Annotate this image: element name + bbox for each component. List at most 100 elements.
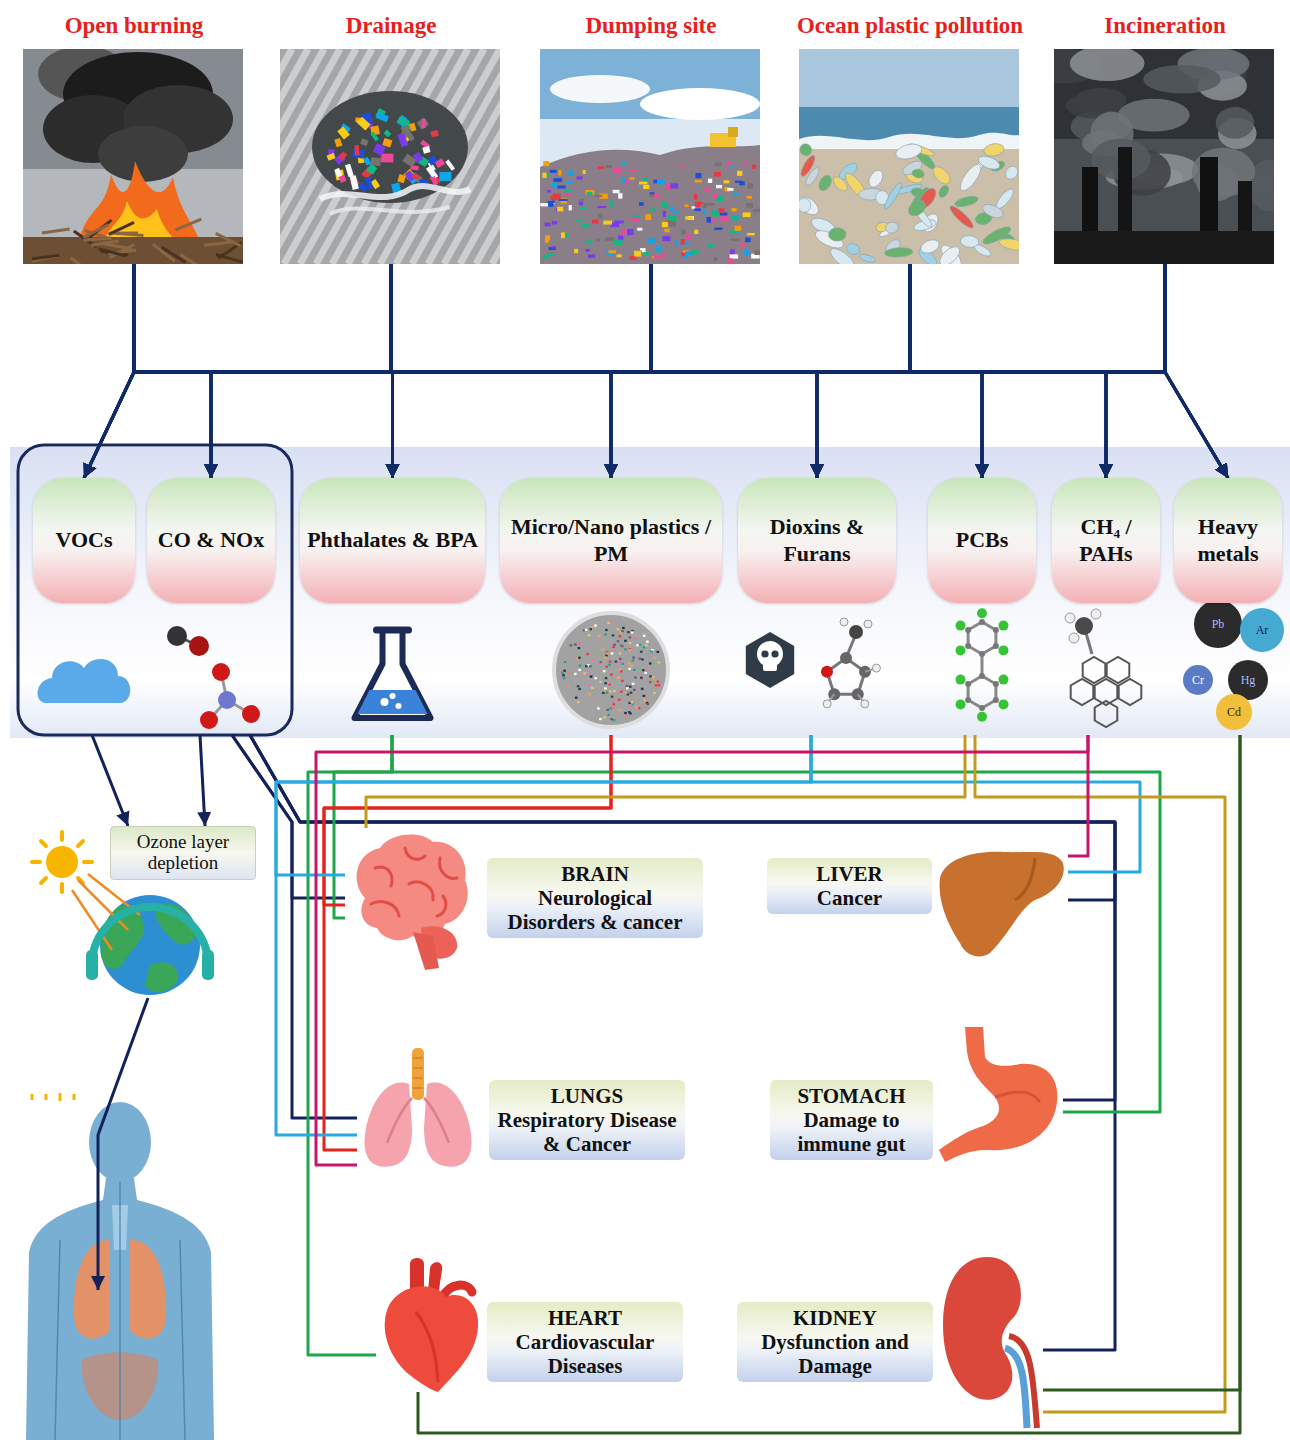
- illustration-part: [1075, 88, 1126, 112]
- illustration-part: [609, 661, 612, 663]
- illustration-part: [695, 180, 702, 183]
- source-panel: Ocean plastic pollution: [799, 8, 1021, 264]
- illustration-part: [617, 640, 620, 642]
- illustration-part: [580, 207, 586, 209]
- illustration-part: [617, 628, 620, 630]
- illustration-part: [629, 636, 632, 638]
- illustration-part: [771, 650, 778, 657]
- illustration-part: [658, 684, 661, 686]
- illustration-part: [86, 950, 98, 980]
- illustration-part: [939, 1027, 1057, 1162]
- illustration-part: [588, 693, 591, 695]
- illustration-part: [1003, 164, 1019, 182]
- organ-label-box: STOMACHDamage to immune gut: [770, 1080, 933, 1160]
- illustration-part: [1183, 665, 1213, 695]
- connector: [817, 264, 1165, 478]
- sun-icon: [32, 832, 92, 892]
- illustration-part: [625, 715, 628, 717]
- illustration-part: [613, 190, 620, 193]
- illustration-part: [91, 241, 119, 245]
- illustration-part: [642, 705, 645, 707]
- illustration-part: [587, 192, 593, 196]
- illustration-part: [565, 686, 568, 688]
- connector: [611, 264, 1165, 478]
- illustration-part: [552, 182, 558, 187]
- illustration-part: [78, 841, 83, 846]
- illustration-part: [993, 643, 999, 649]
- illustration-part: [620, 670, 623, 672]
- illustration-part: [564, 190, 571, 193]
- illustration-part: [32, 256, 59, 261]
- illustration-part: [943, 1257, 1021, 1400]
- illustration-part: [621, 645, 624, 647]
- illustration-part: [631, 631, 634, 633]
- organ-effect: Cancer: [772, 886, 927, 910]
- pollutant-node: CO & NOx: [147, 478, 275, 735]
- illustration-part: [995, 1092, 1040, 1102]
- illustration-part: [652, 676, 655, 678]
- illustration-part: [345, 164, 354, 178]
- illustration-part: [350, 175, 359, 190]
- illustration-part: [612, 634, 615, 636]
- illustration-part: [813, 227, 846, 252]
- illustration-part: [72, 890, 112, 950]
- illustration-part: [545, 223, 551, 227]
- organ-node: BRAINNeurological Disorders & cancer: [345, 828, 705, 973]
- illustration-part: [731, 239, 739, 241]
- illustration-part: [397, 133, 408, 148]
- illustration-part: [180, 1240, 185, 1440]
- pollutant-label: CO & NOx: [158, 527, 264, 553]
- illustration-part: [720, 216, 729, 220]
- illustration-part: [628, 169, 636, 171]
- illustration-part: [607, 682, 610, 684]
- illustration-part: [657, 651, 660, 653]
- illustration-part: [619, 658, 622, 660]
- illustration-part: [724, 180, 730, 183]
- illustration-part: [607, 714, 610, 716]
- illustration-part: [83, 238, 111, 240]
- illustration-part: [424, 1098, 449, 1143]
- illustration-part: [965, 643, 971, 649]
- illustration-part: [618, 193, 622, 199]
- illustration-part: [574, 643, 577, 645]
- illustration-part: [542, 255, 549, 259]
- illustration-part: [605, 677, 608, 679]
- illustration-part: [558, 170, 561, 176]
- illustration-part: [567, 655, 570, 657]
- illustration-part: [334, 168, 342, 178]
- illustration-part: [845, 242, 861, 257]
- illustration-part: [643, 646, 646, 648]
- source-photo: [280, 49, 500, 264]
- illustration-part: [565, 672, 568, 674]
- illustration-part: [99, 249, 126, 256]
- illustration-part: [937, 243, 963, 264]
- illustration-part: [658, 180, 665, 185]
- illustration-part: [695, 202, 701, 207]
- illustration-part: [98, 126, 188, 182]
- illustration-part: [574, 673, 577, 675]
- illustration-part: [612, 706, 615, 708]
- text-stack: Dioxins & Furans: [744, 514, 890, 567]
- illustration-part: [730, 254, 738, 258]
- illustration-part: [204, 242, 232, 245]
- illustration-part: [730, 249, 735, 254]
- pollutant-pill: Heavy metals: [1174, 478, 1282, 603]
- illustration-part: [38, 659, 131, 703]
- illustration-part: [1216, 107, 1254, 139]
- illustration-part: [981, 202, 1006, 221]
- illustration-part: [424, 1083, 472, 1167]
- connector: [393, 264, 1166, 478]
- pollutant-node: Micro/Nano plastics / PM: [500, 478, 722, 735]
- illustration-part: [609, 201, 614, 207]
- illustration-part: [713, 193, 718, 199]
- pollutant-pill: Dioxins & Furans: [738, 478, 896, 603]
- illustration-part: [894, 142, 923, 162]
- illustration-part: [968, 622, 996, 654]
- pollutant-pill: PCBs: [928, 478, 1036, 603]
- illustration-part: [634, 251, 641, 257]
- text-stack: CO & NOx: [158, 527, 264, 553]
- illustration-part: [681, 252, 685, 256]
- illustration-part: [981, 654, 984, 676]
- illustration-part: [732, 215, 738, 221]
- illustration-part: [606, 165, 612, 168]
